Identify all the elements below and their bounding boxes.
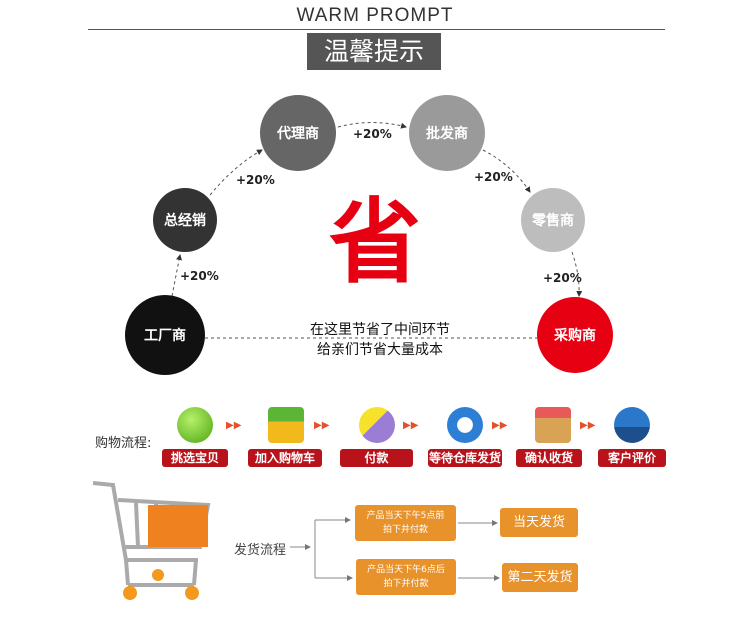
arrow-icon: ▶▶ <box>314 420 330 431</box>
condition-before-5pm: 产品当天下午5点前 拍下并付款 <box>355 505 456 541</box>
node-factory: 工厂商 <box>125 295 205 375</box>
result-next-day: 第二天发货 <box>502 563 578 592</box>
markup-label: +20% <box>236 173 275 187</box>
shopping-flow-label: 购物流程: <box>95 436 152 451</box>
condition-line2: 拍下并付款 <box>383 579 429 589</box>
node-distributor: 总经销 <box>153 188 217 252</box>
condition-line1: 产品当天下午6点后 <box>367 565 445 575</box>
condition-line1: 产品当天下午5点前 <box>366 511 445 521</box>
chain-connectors <box>171 122 583 339</box>
header-subtitle: 温馨提示 <box>307 33 441 70</box>
step-confirm-receipt: 确认收货 <box>516 449 582 467</box>
step-await-shipping: 等待仓库发货 <box>428 449 502 467</box>
node-wholesaler: 批发商 <box>409 95 485 171</box>
add-to-cart-icon <box>268 407 304 443</box>
step-add-to-cart: 加入购物车 <box>248 449 322 467</box>
header-divider <box>88 29 665 30</box>
markup-label: +20% <box>180 269 219 283</box>
step-pay: 付款 <box>340 449 413 467</box>
result-same-day: 当天发货 <box>500 508 578 537</box>
step-review: 客户评价 <box>598 449 666 467</box>
markup-label: +20% <box>543 271 582 285</box>
node-retailer: 零售商 <box>521 188 585 252</box>
warehouse-home-icon <box>447 407 483 443</box>
markup-label: +20% <box>474 170 513 184</box>
arrow-icon: ▶▶ <box>580 420 596 431</box>
package-box-icon <box>535 407 571 443</box>
arrow-icon: ▶▶ <box>403 420 419 431</box>
header-title: WARM PROMPT <box>296 5 454 26</box>
savings-note-line1: 在这里节省了中间环节 <box>310 322 450 338</box>
savings-note-line2: 给亲们节省大量成本 <box>317 342 443 358</box>
cart-select-icon <box>177 407 213 443</box>
connector <box>209 149 263 196</box>
node-buyer: 采购商 <box>537 297 613 373</box>
arrow-icon: ▶▶ <box>492 420 508 431</box>
shipping-flow-label: 发货流程 <box>234 543 287 558</box>
payment-icon <box>359 407 395 443</box>
condition-line2: 拍下并付款 <box>382 525 428 535</box>
save-character: 省 <box>328 189 421 296</box>
customer-review-icon <box>614 407 650 443</box>
condition-after-6pm: 产品当天下午6点后 拍下并付款 <box>356 559 456 595</box>
shopping-cart-image <box>92 481 211 600</box>
connector <box>171 254 182 297</box>
markup-label: +20% <box>353 127 392 141</box>
step-select-item: 挑选宝贝 <box>162 449 228 467</box>
shipping-connectors <box>290 517 500 581</box>
connector <box>337 122 407 129</box>
node-agent: 代理商 <box>260 95 336 171</box>
arrow-icon: ▶▶ <box>226 420 242 431</box>
connector <box>482 149 531 193</box>
